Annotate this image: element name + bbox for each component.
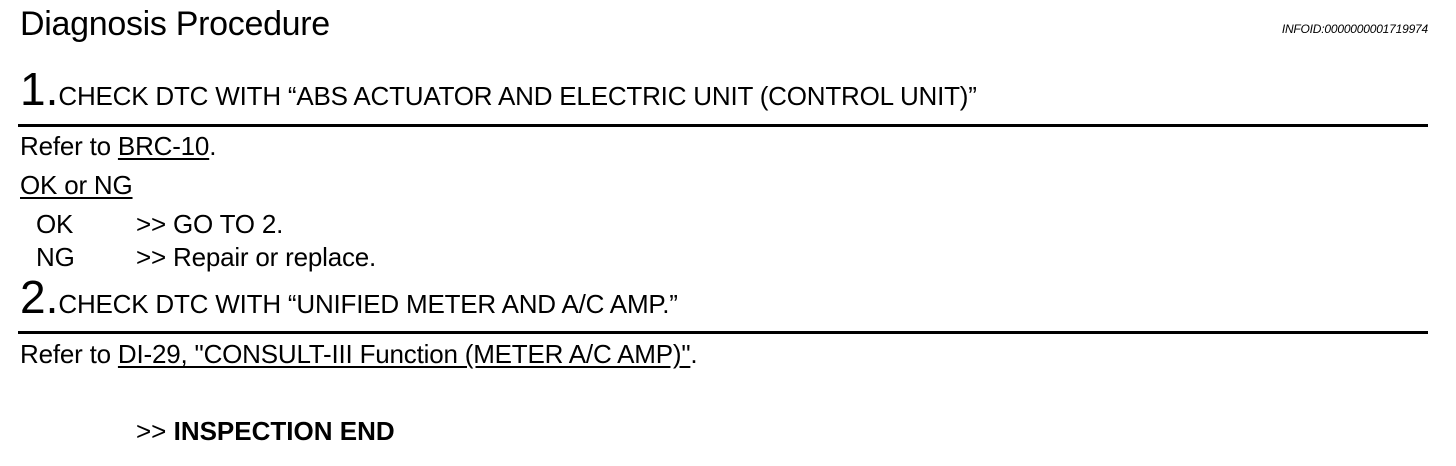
result-key-ng: NG — [36, 242, 75, 272]
step-2-reference: Refer to DI-29, "CONSULT-III Function (M… — [20, 339, 698, 369]
step-title: CHECK DTC WITH “UNIFIED METER AND A/C AM… — [58, 289, 678, 319]
refer-suffix: . — [209, 131, 217, 161]
result-action-ok: >> GO TO 2. — [136, 209, 284, 239]
refer-prefix: Refer to — [20, 339, 118, 369]
step-1-heading: 1. CHECK DTC WITH “ABS ACTUATOR AND ELEC… — [20, 64, 977, 114]
refer-prefix: Refer to — [20, 131, 118, 161]
ok-or-ng-label: OK or NG — [20, 170, 133, 200]
di-29-link[interactable]: DI-29, "CONSULT-III Function (METER A/C … — [117, 339, 691, 369]
refer-suffix: . — [690, 339, 698, 369]
info-id: INFOID:0000000001719974 — [1281, 22, 1428, 36]
end-arrow: >> — [136, 416, 174, 446]
step-number: 1. — [20, 63, 59, 115]
result-action-ng: >> Repair or replace. — [136, 242, 377, 272]
divider — [18, 124, 1428, 127]
divider — [18, 331, 1428, 334]
end-label: INSPECTION END — [173, 416, 395, 446]
page-title: Diagnosis Procedure — [20, 5, 330, 43]
inspection-end: >> INSPECTION END — [136, 416, 395, 446]
judgement-title: OK or NG — [20, 170, 133, 200]
step-2-heading: 2. CHECK DTC WITH “UNIFIED METER AND A/C… — [20, 272, 678, 322]
result-key-ok: OK — [36, 209, 74, 239]
brc-10-link[interactable]: BRC-10 — [117, 131, 210, 161]
step-title: CHECK DTC WITH “ABS ACTUATOR AND ELECTRI… — [58, 81, 977, 111]
step-number: 2. — [20, 271, 59, 323]
step-1-reference: Refer to BRC-10. — [20, 131, 216, 161]
